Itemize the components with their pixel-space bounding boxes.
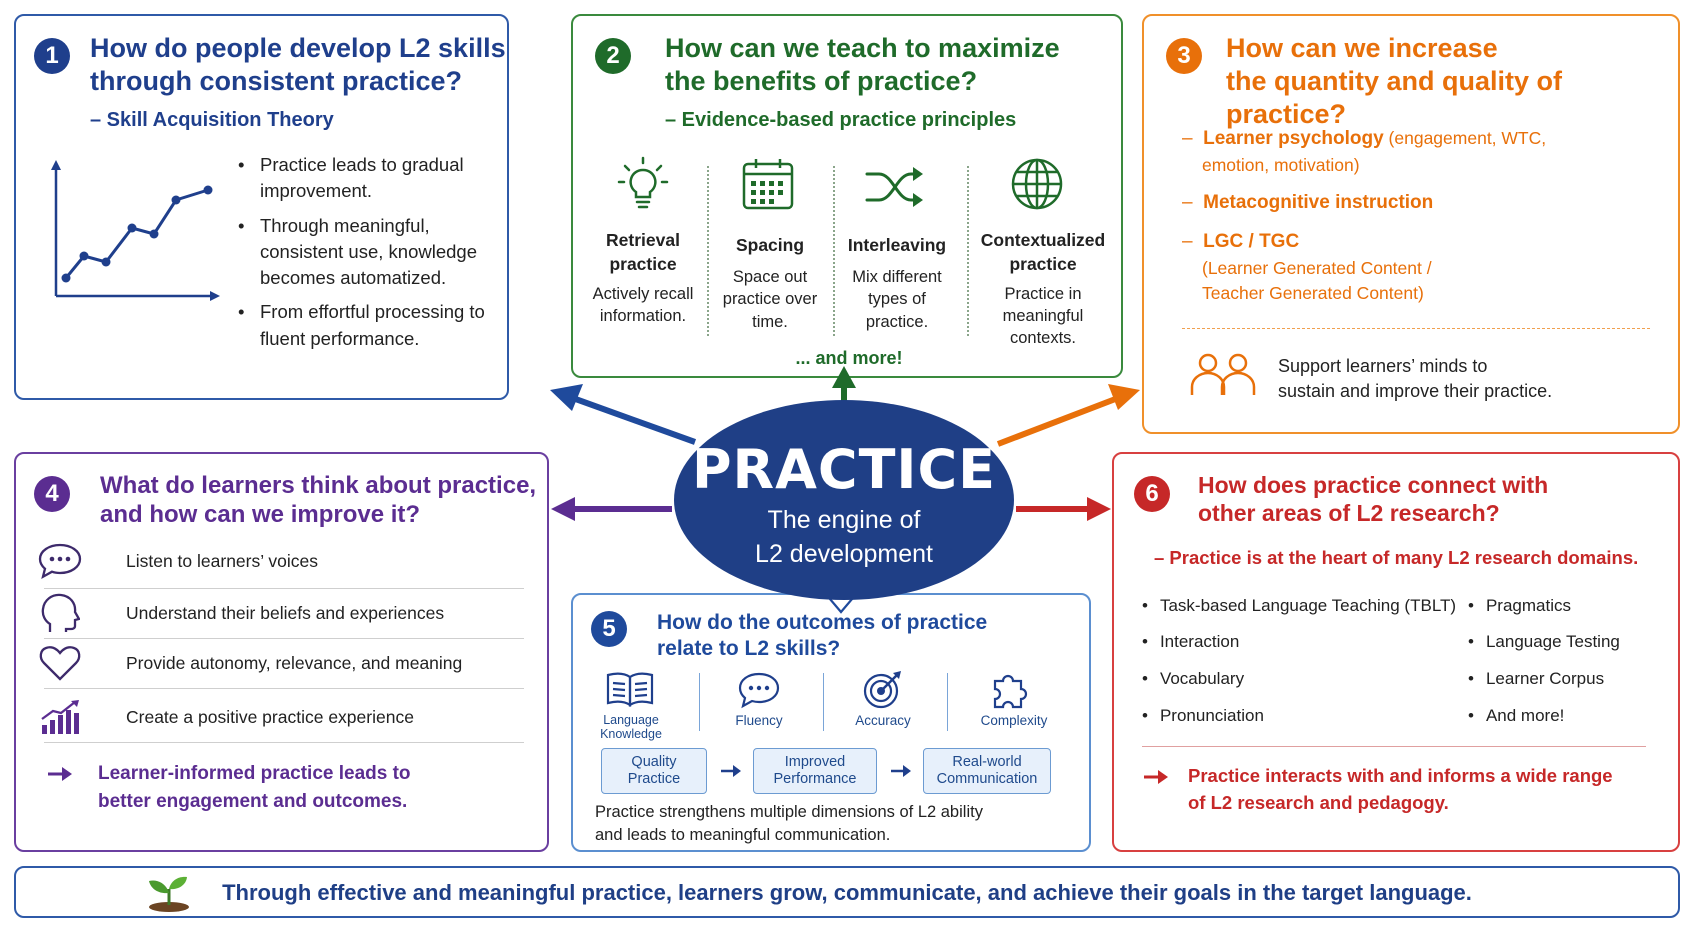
skill-fluency: Fluency — [735, 713, 783, 728]
skill-accuracy: Accuracy — [855, 713, 911, 728]
support-text: Support learners’ minds to sustain and i… — [1278, 356, 1553, 402]
column-divider — [947, 673, 948, 731]
column-divider — [833, 166, 835, 336]
panel-outcomes: 5 How do the outcomes of practice relate… — [571, 593, 1091, 852]
panel-number-badge: 2 — [595, 38, 631, 74]
footer-text: Through effective and meaningful practic… — [222, 880, 1472, 905]
arrow-right-icon — [891, 765, 911, 777]
row-divider — [44, 688, 524, 689]
panel-number-badge: 1 — [34, 38, 70, 74]
panel-title: How can we increase the quantity and qua… — [1226, 33, 1562, 129]
panel-research-connections: 6 How does practice connect with other a… — [1112, 452, 1680, 852]
panel-learner-perceptions: 4 What do learners think about practice,… — [14, 452, 549, 852]
row-listen: Listen to learners’ voices — [30, 538, 318, 584]
panel-title: How do people develop L2 skills through … — [90, 33, 506, 96]
sprout-icon — [149, 876, 189, 912]
panel-number-badge: 5 — [591, 611, 627, 647]
conclusion-text: Practice interacts with and informs a wi… — [1188, 765, 1613, 813]
panel-caption: Practice strengthens multiple dimensions… — [595, 803, 983, 844]
section-divider — [1142, 746, 1646, 747]
panel-number-badge: 3 — [1166, 38, 1202, 74]
panel-subtitle: – Practice is at the heart of many L2 re… — [1154, 547, 1639, 568]
column-divider — [967, 166, 969, 336]
arrow-to-panel-3 — [996, 395, 1120, 447]
panel-number-badge: 6 — [1134, 476, 1170, 512]
heart-icon — [39, 646, 81, 681]
center-practice-oval: PRACTICE The engine of L2 development — [674, 400, 1014, 600]
shuffle-icon — [865, 167, 923, 207]
target-icon — [863, 671, 901, 709]
principle-spacing: Spacing Space out practice over time. — [722, 235, 818, 331]
lightbulb-icon — [617, 156, 669, 209]
column-divider — [823, 673, 824, 731]
arrow-to-panel-1 — [568, 394, 697, 445]
domain-item: And more! — [1468, 706, 1564, 726]
principle-interleaving: Interleaving Mix different types of prac… — [847, 235, 947, 331]
domain-item: Vocabulary — [1142, 669, 1244, 689]
skill-complexity: Complexity — [980, 713, 1048, 728]
dashed-divider — [1182, 328, 1650, 329]
arrow-right-icon — [1144, 770, 1168, 784]
arrowhead-panel-6 — [1087, 497, 1111, 521]
growth-chart-icon — [41, 700, 79, 734]
list-item: Practice leads to gradual improvement. — [238, 152, 498, 205]
domain-item: Pragmatics — [1468, 596, 1571, 616]
arrowhead-panel-3 — [1108, 384, 1140, 410]
panel-title: How can we teach to maximize the benefit… — [665, 33, 1060, 96]
center-subtitle: The engine of L2 development — [755, 506, 933, 568]
domain-item: Task-based Language Teaching (TBLT) — [1142, 596, 1456, 616]
conclusion-text: Learner-informed practice leads to bette… — [98, 763, 411, 812]
puzzle-icon — [993, 674, 1028, 709]
item-learner-psychology: – Learner psychology (engagement, WTC, e… — [1182, 128, 1547, 175]
book-icon — [606, 672, 654, 708]
row-divider — [44, 588, 524, 589]
bullet-list: Practice leads to gradual improvement. T… — [238, 152, 498, 360]
principle-contextualized: Contextualized practice Practice in mean… — [980, 230, 1106, 348]
principle-retrieval: Retrieval practice Actively recall infor… — [592, 230, 694, 326]
panel-teaching-principles: 2 How can we teach to maximize the benef… — [571, 14, 1123, 378]
panel-title: How do the outcomes of practice relate t… — [657, 611, 988, 660]
row-divider — [44, 638, 524, 639]
column-divider — [707, 166, 709, 336]
domain-item: Pronunciation — [1142, 706, 1264, 726]
row-understand: Understand their beliefs and experiences — [30, 590, 444, 636]
footer-banner: Through effective and meaningful practic… — [14, 866, 1680, 918]
growth-line-chart-icon — [51, 160, 220, 301]
row-divider — [44, 742, 524, 743]
speech-bubble-icon — [38, 543, 82, 579]
domain-item: Learner Corpus — [1468, 669, 1604, 689]
center-title: PRACTICE — [691, 438, 997, 501]
item-lgc-tgc: – LGC / TGC (Learner Generated Content /… — [1182, 231, 1432, 303]
list-item: From effortful processing to fluent perf… — [238, 299, 498, 352]
row-positive: Create a positive practice experience — [30, 694, 414, 740]
panel-quantity-quality: 3 How can we increase the quantity and q… — [1142, 14, 1680, 434]
panel-title: How does practice connect with other are… — [1198, 472, 1549, 527]
arrow-right-icon — [48, 767, 72, 781]
arrowhead-panel-4 — [551, 497, 575, 521]
skill-language-knowledge: Language Knowledge — [600, 713, 662, 741]
row-autonomy: Provide autonomy, relevance, and meaning — [30, 640, 462, 686]
panel-title: What do learners think about practice, a… — [100, 472, 537, 529]
item-metacognitive: – Metacognitive instruction — [1182, 192, 1434, 213]
list-item: Through meaningful, consistent use, know… — [238, 213, 498, 292]
domain-item: Interaction — [1142, 632, 1239, 652]
calendar-icon — [742, 159, 794, 210]
globe-icon — [1011, 158, 1063, 210]
people-icon — [1190, 353, 1256, 395]
panel-subtitle: – Evidence-based practice principles — [665, 109, 1017, 131]
more-label: ... and more! — [783, 348, 915, 369]
arrow-right-icon — [721, 765, 741, 777]
domain-item: Language Testing — [1468, 632, 1620, 652]
column-divider — [699, 673, 700, 731]
panel-subtitle: – Skill Acquisition Theory — [90, 109, 334, 131]
panel-skill-acquisition: 1 How do people develop L2 skills throug… — [14, 14, 509, 400]
panel-number-badge: 4 — [34, 476, 70, 512]
head-icon — [41, 593, 80, 632]
arrowhead-panel-1 — [550, 384, 583, 411]
chat-icon — [738, 672, 780, 709]
